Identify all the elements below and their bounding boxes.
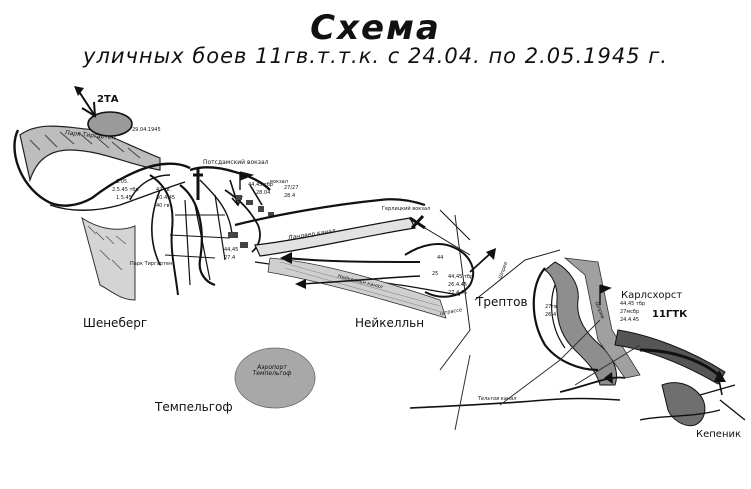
map-subtitle: уличных боев 11гв.т.т.к. с 24.04. по 2.0… — [83, 44, 668, 68]
spree-river-east-branch — [563, 257, 641, 379]
east-arrow-up-head — [714, 370, 726, 382]
annot-treptow-5: 44 — [437, 255, 444, 261]
koepenick-arrow-head — [604, 372, 613, 384]
label-11gtk: 11ГТК — [652, 309, 688, 320]
11gtk-arrow-band — [639, 348, 724, 380]
treptow-loop — [404, 243, 475, 298]
annot-park-1: 44,45 — [224, 247, 239, 253]
label-station-small: вокзал — [270, 179, 288, 185]
annot-central-1: 42 гв. — [156, 187, 172, 193]
annot-treptow-2: 26.4.45 — [448, 282, 468, 288]
east-front-inner — [550, 284, 566, 349]
label-tempelhof: Темпельгоф — [155, 400, 233, 414]
label-airport: Аэропорт Темпельгоф — [252, 364, 292, 377]
label-goerlitz-station: Герлицкий вокзал — [382, 206, 431, 212]
annot-west-3: 1.5.45 — [116, 195, 132, 201]
landwehr-canal-band — [254, 217, 416, 257]
annot-treptow-3: 27.4.45 — [448, 290, 468, 296]
attack-arrow-west-1-head — [280, 252, 292, 264]
annot-treptow-1: 44,45 тбр — [448, 274, 474, 280]
annot-karlshorst-2: 27мсбр — [620, 309, 640, 315]
goerlitz-rail — [424, 209, 471, 256]
goerlitz-station-marker — [409, 214, 426, 230]
karlshorst-flag — [599, 284, 612, 305]
label-schoeneberg: Шенеберг — [83, 316, 148, 330]
koepenick-water — [661, 382, 706, 427]
annot-west-1: 2.05. — [116, 179, 129, 185]
annot-karlshorst-3: 24.4.45 — [620, 317, 640, 323]
treptow-road — [439, 214, 561, 371]
annot-park-2: 27.4 — [224, 255, 236, 261]
label-koepenick: Кепеник — [696, 429, 742, 440]
annot-central-3: 40 гв. — [156, 203, 172, 209]
label-teltow-canal: Тельтов канал — [478, 396, 517, 402]
central-flag — [239, 171, 255, 190]
tempelhof-airport — [234, 347, 316, 409]
label-treptow: Трептов — [476, 295, 528, 309]
annot-central-2: 30.4.45 — [156, 195, 176, 201]
east-front-loop — [532, 267, 599, 372]
central-arrow-2 — [249, 184, 263, 206]
attack-arrow-west-1 — [284, 257, 421, 263]
annot-karlshorst-1: 44,45 тбр — [620, 301, 646, 307]
annot-tiergarten-date: 29.04.1945 — [132, 127, 161, 133]
annot-east-1: 27/27 — [284, 185, 299, 191]
label-potsdam-station: Потсдамский вокзал — [203, 159, 269, 166]
attack-arrow-west-2-head — [295, 279, 306, 289]
front-line-west-loop — [13, 129, 191, 207]
wide-strip-lines — [279, 261, 443, 313]
teltow-canal-road — [409, 397, 621, 409]
spree-river-east — [544, 261, 617, 386]
treptow-arrow-head — [486, 248, 496, 260]
annot-west-2: 2.5.45 тбр — [112, 187, 139, 193]
annot-potsdam-2: 28.04 — [256, 190, 271, 196]
2ta-area-oval — [87, 111, 133, 137]
2ta-arrow — [77, 89, 97, 118]
potsdam-station-marker — [193, 168, 203, 200]
built-up-clusters — [228, 195, 274, 248]
koepenick-arrow — [559, 376, 626, 393]
map-title: Схема — [310, 8, 441, 48]
label-2ta: 2ТА — [97, 94, 119, 105]
annot-east-2: 28.4 — [284, 193, 296, 199]
label-neukoelln: Нейкелльн — [355, 316, 425, 330]
bottom-road-right — [574, 344, 641, 386]
canal-front-upper — [234, 198, 426, 227]
annot-treptow-4: 25 — [432, 271, 439, 277]
schoeneberg-edge-texture — [87, 225, 127, 271]
annot-river-1: 27гв. — [545, 304, 559, 310]
annot-potsdam-1: 44,45 тбр — [248, 182, 274, 188]
bottom-road-ne — [454, 319, 601, 431]
attack-arrow-west-2 — [299, 275, 421, 285]
tiergarten-hatching — [29, 131, 141, 159]
label-park-small: Парк Тиргартен — [130, 261, 173, 267]
label-karlshorst: Карлсхорст — [621, 290, 683, 301]
annot-river-2: 26.4 — [545, 312, 557, 318]
2ta-arrow-head — [74, 86, 84, 96]
treptow-arrow — [469, 251, 493, 273]
koepenick-roads — [639, 384, 746, 421]
